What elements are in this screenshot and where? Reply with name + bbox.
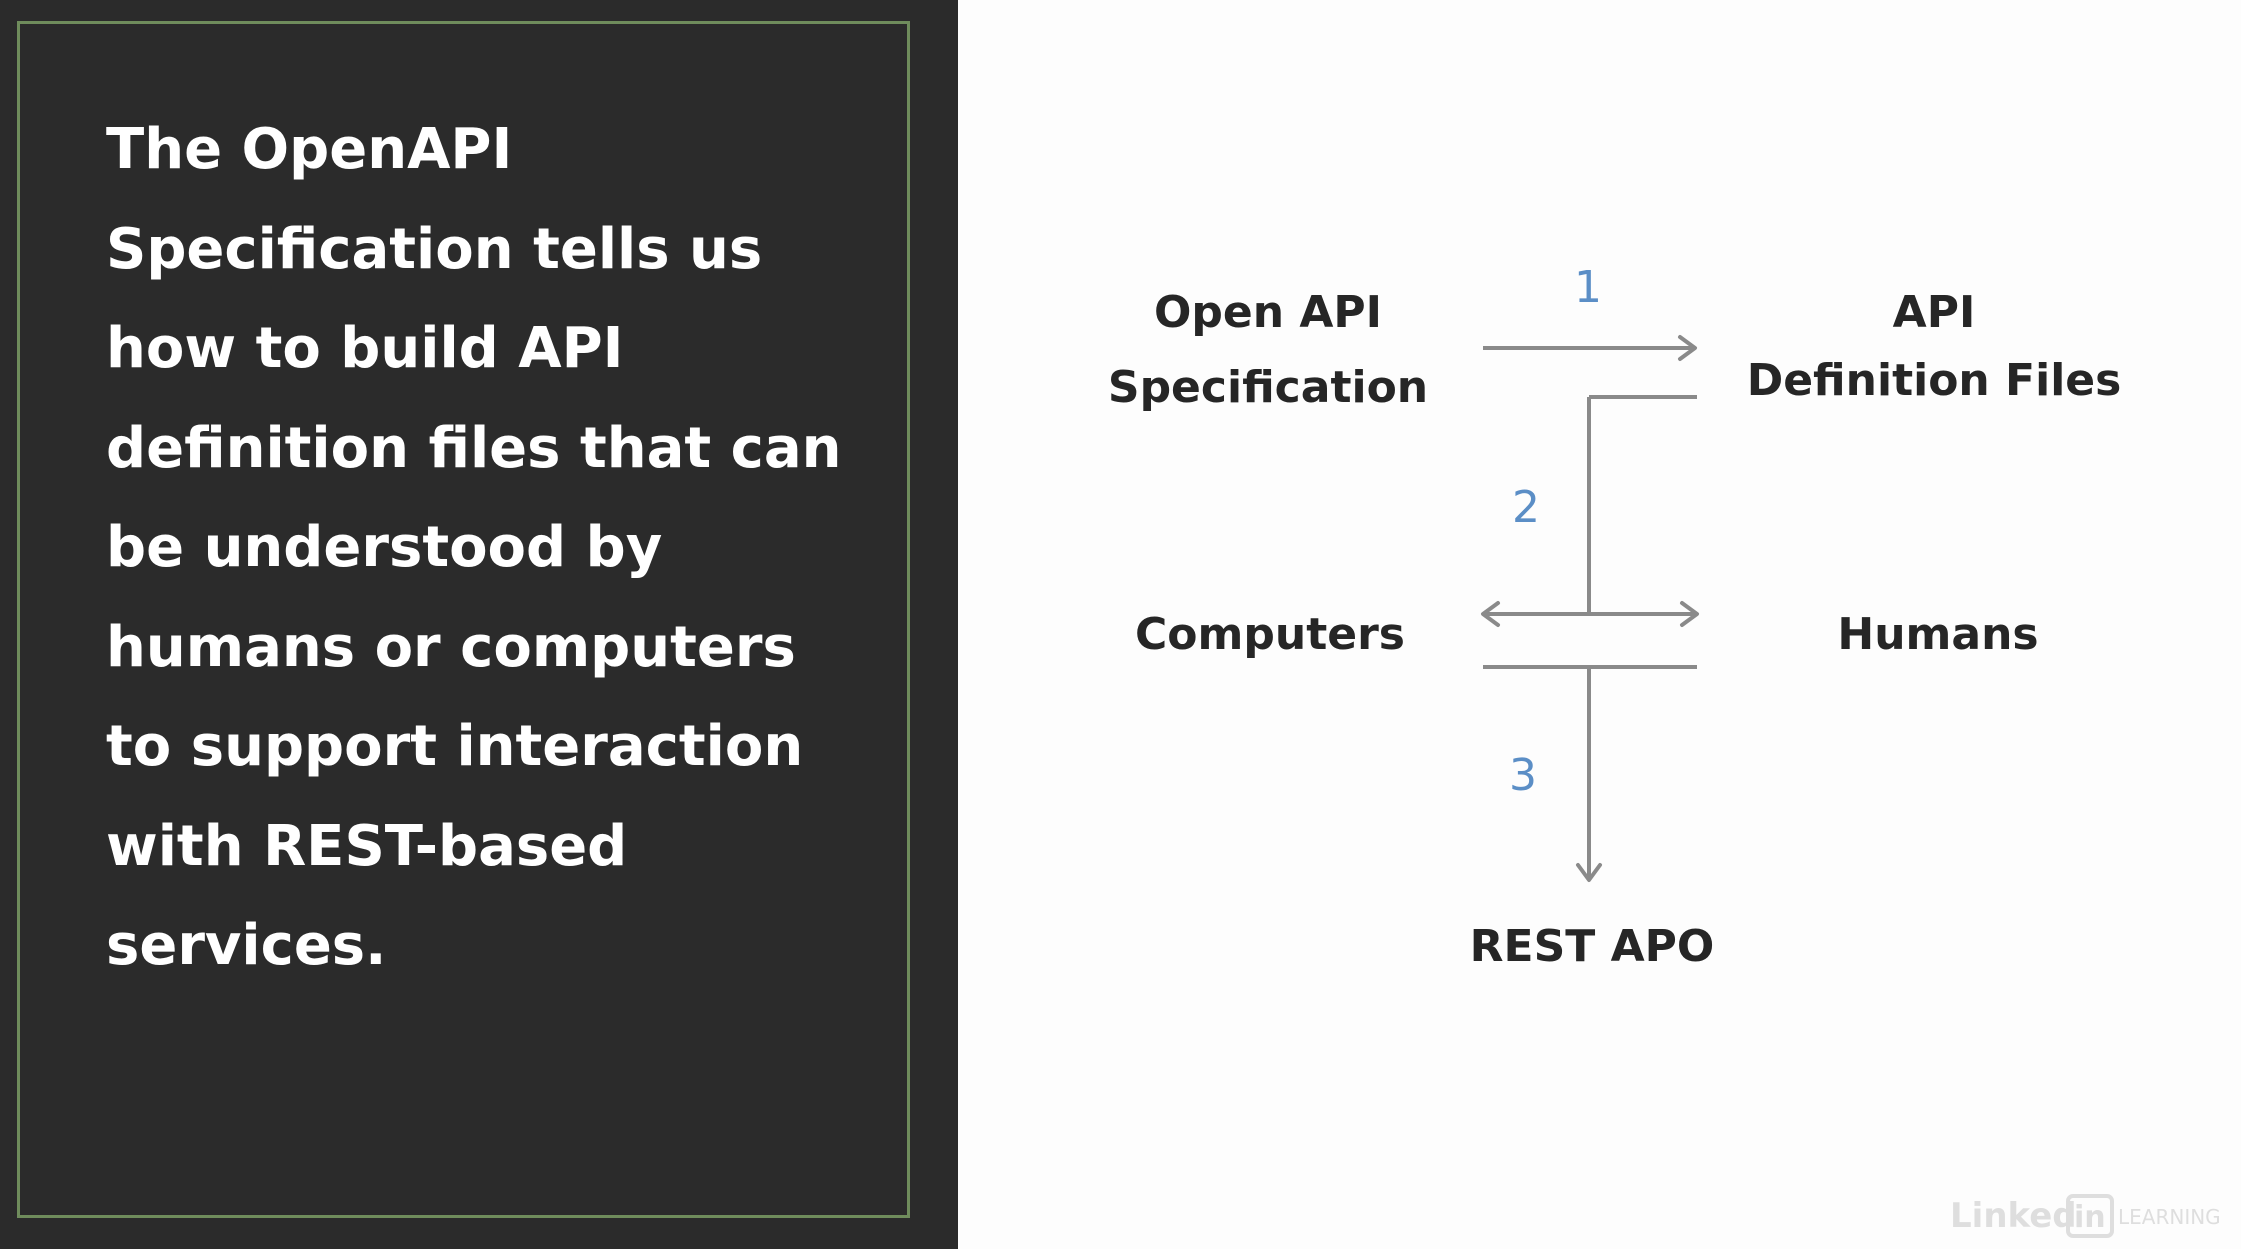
node-open-api-line1: Open API — [1154, 287, 1382, 338]
node-humans: Humans — [1837, 609, 2038, 660]
node-rest-api: REST APO — [1470, 921, 1715, 972]
description-panel: The OpenAPI Specification tells us how t… — [0, 0, 958, 1249]
linkedin-learning-logo: Linked in LEARNING — [1950, 1190, 2230, 1240]
diagram-panel — [958, 0, 2241, 1249]
double-arrow-computers-humans — [1481, 601, 1699, 627]
panel-frame — [17, 21, 910, 1218]
step-number-2: 2 — [1512, 482, 1540, 533]
description-text: The OpenAPI Specification tells us how t… — [106, 117, 842, 978]
logo-brand-left: Linked — [1950, 1196, 2077, 1236]
node-api-definition-line1: API — [1893, 287, 1976, 338]
step-number-1: 1 — [1574, 262, 1602, 313]
connector-files-to-audiences — [1587, 395, 1697, 614]
node-computers: Computers — [1135, 609, 1405, 660]
node-open-api-line2: Specification — [1108, 362, 1428, 413]
arrow-spec-to-files — [1483, 335, 1697, 361]
logo-brand-box: in — [2074, 1200, 2106, 1235]
node-api-definition-line2: Definition Files — [1747, 355, 2122, 406]
step-number-3: 3 — [1509, 750, 1537, 801]
logo-box-icon — [2066, 1194, 2114, 1238]
logo-brand-right: LEARNING — [2118, 1205, 2221, 1229]
arrow-audiences-to-rest — [1483, 665, 1697, 882]
